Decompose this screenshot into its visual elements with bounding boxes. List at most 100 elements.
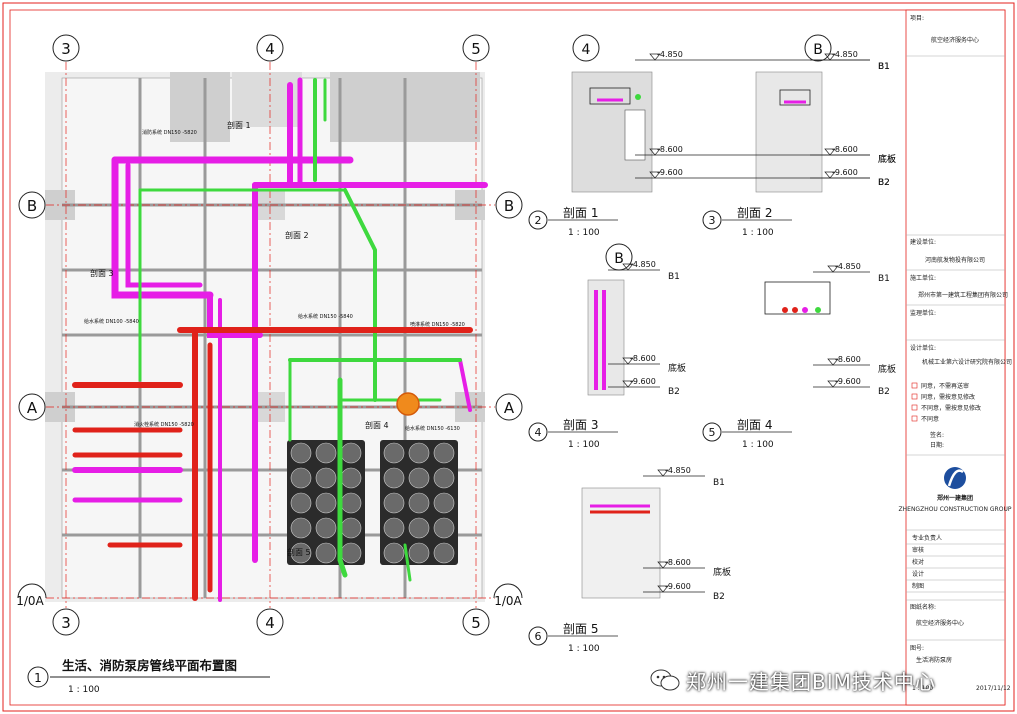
checkbox-icon xyxy=(911,404,918,411)
company-logo xyxy=(944,467,966,489)
tb-owner-label: 建设单位: xyxy=(910,238,936,246)
section-scale: 1 : 100 xyxy=(742,228,774,238)
level-marker-icon xyxy=(824,53,836,61)
tank-cell xyxy=(340,517,362,539)
tank-cell xyxy=(290,492,312,514)
level-tag: 底板 xyxy=(668,362,686,374)
tank-cell xyxy=(290,467,312,489)
grid-label-bottom-5: 5 xyxy=(471,614,481,632)
tank-cell xyxy=(340,492,362,514)
level-marker-icon xyxy=(824,171,836,179)
tank-cell xyxy=(408,517,430,539)
tb-owner-name: 河南航发物投有限公司 xyxy=(925,256,985,264)
pipe-label: 给水系统 DN100 -5840 xyxy=(84,318,139,325)
level-marker-icon xyxy=(622,263,634,271)
section-5 xyxy=(581,487,661,599)
section-3-grid: B xyxy=(614,251,624,267)
tank-cell xyxy=(315,467,337,489)
level-value: -9.600 xyxy=(835,377,861,386)
section-number-bubble xyxy=(702,422,722,442)
section-number-bubble xyxy=(702,210,722,230)
tb-drawing-label: 图纸名称: xyxy=(910,603,936,611)
level-tag: 底板 xyxy=(878,153,896,165)
level-tag: B2 xyxy=(878,178,890,188)
plan-pipe-labels: 消防系统 DN150 -5820 给水系统 DN150 -5840 喷淋系统 D… xyxy=(84,129,465,432)
level-value: -9.600 xyxy=(665,582,691,591)
level-value: -8.600 xyxy=(630,354,656,363)
tank-cell xyxy=(315,517,337,539)
pipes-green xyxy=(138,78,462,582)
tb-project-label: 项目: xyxy=(910,15,924,22)
role-label: 制图 xyxy=(912,582,924,590)
plan-section-marks: 剖面 1 剖面 2 剖面 3 剖面 4 剖面 5 xyxy=(90,120,389,557)
level-value: -8.600 xyxy=(832,145,858,154)
level-marker-icon xyxy=(649,148,661,156)
tb-footer-date: 2017/11/12 xyxy=(976,685,1011,692)
level-tag: B1 xyxy=(668,272,680,282)
grid-label-bottom-3: 3 xyxy=(61,614,71,632)
role-label: 专业负责人 xyxy=(912,534,942,542)
section-title: 剖面 5 xyxy=(563,622,598,636)
plan-title-bubble xyxy=(27,666,49,688)
pipe-label: 喷淋系统 DN150 -5820 xyxy=(410,321,465,328)
checkbox-icon xyxy=(911,415,918,422)
level-tag: B1 xyxy=(878,274,890,284)
revision-option: 同意，需按意见修改 xyxy=(921,393,975,401)
tank-cell xyxy=(383,542,405,564)
level-marker-icon xyxy=(657,469,669,477)
section-1-grid: 4 xyxy=(582,42,591,58)
sections-area: 4 B B -4 xyxy=(528,34,896,654)
section-number: 6 xyxy=(535,630,542,643)
tb-supervisor-label: 监理单位: xyxy=(910,309,936,317)
section-scale: 1 : 100 xyxy=(742,440,774,450)
level-marker-icon xyxy=(824,148,836,156)
level-tag: B1 xyxy=(878,62,890,72)
level-value: -4.850 xyxy=(835,262,861,271)
revision-option: 同意，不需再送审 xyxy=(921,382,969,390)
section-title: 剖面 2 xyxy=(737,206,772,220)
level-tag: 底板 xyxy=(878,153,896,165)
plan-number: 1 xyxy=(34,671,42,685)
level-marker-icon xyxy=(827,358,839,366)
grid-label-right-1-0A: 1/0A xyxy=(494,594,522,608)
tank-cell xyxy=(383,517,405,539)
tank-cell xyxy=(315,492,337,514)
section-number-bubble xyxy=(528,210,548,230)
tank-cell xyxy=(340,442,362,464)
grid-label-top-4: 4 xyxy=(265,40,275,58)
tank-cell xyxy=(408,542,430,564)
level-tag: 底板 xyxy=(713,566,731,578)
plan-scale: 1 : 100 xyxy=(68,685,100,695)
tb-date-label: 日期: xyxy=(930,441,944,449)
section-number: 5 xyxy=(709,426,716,439)
chat-bubble-icon xyxy=(650,669,680,691)
level-tag: B2 xyxy=(713,592,725,602)
section-2-grid: B xyxy=(813,42,823,58)
tank-cell xyxy=(433,442,455,464)
revision-option: 不同意，需按意见修改 xyxy=(921,404,981,412)
tb-sign-label: 签名: xyxy=(930,431,944,439)
grid-label-left-B: B xyxy=(27,197,37,215)
section-4 xyxy=(764,281,831,315)
tank-cell xyxy=(383,492,405,514)
grid-lines xyxy=(46,62,495,608)
level-tag: B2 xyxy=(878,178,890,188)
section-title: 剖面 3 xyxy=(563,418,598,432)
tank-cell xyxy=(315,442,337,464)
grid-label-top-3: 3 xyxy=(61,40,71,58)
level-marker-icon xyxy=(657,561,669,569)
section-number-bubble xyxy=(528,626,548,646)
pipe-label: 消防系统 DN150 -5820 xyxy=(142,129,197,136)
level-value: -4.850 xyxy=(832,50,858,59)
section-scale: 1 : 100 xyxy=(568,440,600,450)
role-label: 设计 xyxy=(912,570,924,578)
tb-designer-label: 设计单位: xyxy=(910,344,936,352)
tank-cell xyxy=(340,467,362,489)
level-tag: B2 xyxy=(878,387,890,397)
tank-cell xyxy=(383,442,405,464)
tank-cell xyxy=(315,542,337,564)
plan-section-mark-1: 剖面 1 xyxy=(227,120,251,130)
tb-company-name: 郑州一建集团 xyxy=(937,494,973,502)
